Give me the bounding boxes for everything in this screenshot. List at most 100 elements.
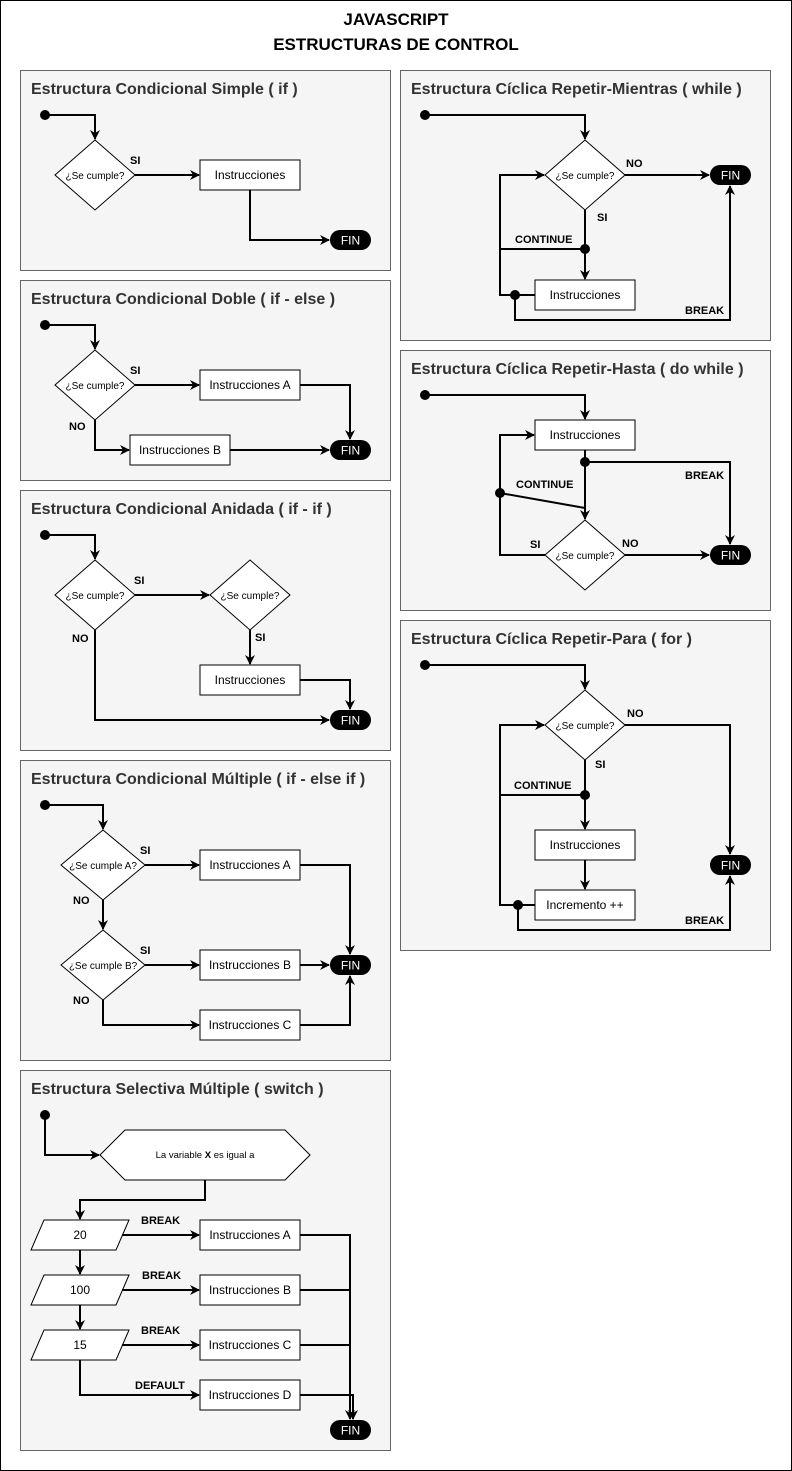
edge-c-to-end	[300, 975, 355, 1026]
increment-box	[534, 889, 636, 921]
edge-start-to-condition	[425, 114, 590, 140]
instructions-label: Instrucciones	[550, 428, 621, 442]
case-1-parallelogram	[30, 1219, 130, 1251]
end-label: FIN	[341, 959, 360, 973]
edge-continue	[499, 170, 585, 250]
edge-break	[517, 875, 735, 931]
edge-header-to-case-1	[75, 1180, 206, 1220]
end-terminator	[330, 230, 371, 250]
flow-if-if: ¿Se cumple? SI ¿Se cumple? SI Instruccio…	[40, 530, 371, 730]
instructions-c-box	[199, 1329, 301, 1361]
flow-for: ¿Se cumple? NO SI CONTINUE Instrucciones…	[420, 660, 751, 931]
edge-continue	[499, 720, 585, 796]
condition-a-label: ¿Se cumple A?	[69, 861, 137, 872]
panel-title: Estructura Condicional Simple ( if )	[31, 81, 298, 98]
condition-b-label: ¿Se cumple B?	[69, 961, 138, 972]
end-terminator	[710, 545, 751, 565]
panel-title: Estructura Condicional Múltiple ( if - e…	[31, 771, 366, 788]
end-label: FIN	[721, 549, 740, 563]
yes-b-label: SI	[140, 945, 150, 957]
case-2-parallelogram	[30, 1274, 130, 1306]
instructions-b-box	[199, 1274, 301, 1306]
instructions-box	[534, 829, 636, 861]
break-3-label: BREAK	[141, 1325, 180, 1337]
instructions-box	[534, 279, 636, 311]
diagram-subtitle: ESTRUCTURAS DE CONTROL	[273, 35, 519, 54]
condition-2-label: ¿Se cumple?	[221, 591, 280, 602]
continue-label: CONTINUE	[515, 234, 572, 246]
end-terminator	[710, 165, 751, 185]
condition-label: ¿Se cumple?	[556, 171, 615, 182]
case-3-label: 15	[73, 1338, 87, 1352]
edge-d-to-end	[300, 1394, 358, 1420]
instructions-d-box	[199, 1379, 301, 1411]
instructions-c-label: Instrucciones C	[209, 1338, 292, 1352]
instructions-a-label: Instrucciones A	[209, 1228, 290, 1242]
yes-label: SI	[530, 539, 540, 551]
diagram-title: JAVASCRIPT	[343, 10, 449, 29]
flow-if-simple: ¿Se cumple? SI Instrucciones FIN	[40, 110, 371, 250]
instructions-b-box	[199, 949, 301, 981]
yes-a-label: SI	[140, 845, 150, 857]
edge-break	[514, 185, 735, 321]
edge-loop-back	[499, 795, 535, 906]
end-label: FIN	[341, 234, 360, 248]
edge-break	[585, 461, 735, 545]
flow-if-else-if: ¿Se cumple A? SI Instrucciones A NO ¿Se …	[40, 800, 371, 1041]
instructions-b-label: Instrucciones B	[139, 443, 221, 457]
flow-do-while: Instrucciones BREAK CONTINUE ¿Se cumple?…	[420, 390, 751, 591]
instructions-label: Instrucciones	[215, 168, 286, 182]
edge-start-to-condition	[425, 664, 590, 690]
instructions-c-label: Instrucciones C	[209, 1018, 292, 1032]
edge-a-to-end	[300, 864, 355, 955]
instructions-d-label: Instrucciones D	[209, 1388, 292, 1402]
edge-start-to-header	[44, 1115, 100, 1160]
no-b-label: NO	[73, 995, 90, 1007]
end-label: FIN	[341, 444, 360, 458]
instructions-c-box	[199, 1009, 301, 1041]
instructions-box	[199, 159, 301, 191]
break-1-label: BREAK	[141, 1215, 180, 1227]
yes-label: SI	[130, 365, 140, 377]
end-label: FIN	[721, 859, 740, 873]
edge-start-to-condition	[45, 324, 100, 350]
end-label: FIN	[341, 1424, 360, 1438]
instructions-a-label: Instrucciones A	[209, 858, 290, 872]
edge-a-to-end	[300, 1234, 355, 1420]
edge-no	[625, 724, 735, 855]
break-label: BREAK	[685, 305, 724, 317]
yes-label: SI	[597, 212, 607, 224]
panel-title: Estructura Cíclica Repetir-Mientras ( wh…	[411, 81, 742, 98]
edge-no	[94, 630, 330, 725]
flow-switch: La variable X es igual a 20 BREAK Instru…	[30, 1110, 371, 1440]
no-label: NO	[72, 633, 89, 645]
instructions-a-label: Instrucciones A	[209, 378, 290, 392]
panel-title: Estructura Condicional Doble ( if - else…	[31, 291, 336, 308]
yes-2-label: SI	[255, 632, 265, 644]
no-label: NO	[622, 538, 639, 550]
no-label: NO	[627, 708, 644, 720]
break-label: BREAK	[685, 915, 724, 927]
edge-start-to-condition	[45, 534, 100, 560]
case-2-label: 100	[70, 1283, 90, 1297]
instructions-a-box	[199, 369, 301, 401]
condition-1-label: ¿Se cumple?	[66, 591, 125, 602]
no-label: NO	[69, 421, 86, 433]
case-3-parallelogram	[30, 1329, 130, 1361]
panel-title: Estructura Selectiva Múltiple ( switch )	[31, 1081, 324, 1098]
condition-diamond	[54, 139, 136, 211]
switch-header-hexagon	[99, 1129, 311, 1181]
edge-a-to-end	[300, 384, 355, 440]
edge-start-to-condition	[45, 114, 100, 140]
yes-label: SI	[130, 155, 140, 167]
increment-label: Incremento ++	[546, 898, 623, 912]
end-terminator	[330, 1420, 371, 1440]
end-label: FIN	[341, 714, 360, 728]
panel-if-if: Estructura Condicional Anidada ( if - if…	[20, 490, 391, 751]
edge-instructions-to-end	[300, 679, 355, 710]
instructions-b-label: Instrucciones B	[209, 1283, 291, 1297]
condition-diamond	[544, 519, 626, 591]
panel-title: Estructura Condicional Anidada ( if - if…	[31, 501, 332, 518]
instructions-label: Instrucciones	[215, 673, 286, 687]
switch-header-label: La variable X es igual a	[156, 1150, 255, 1161]
